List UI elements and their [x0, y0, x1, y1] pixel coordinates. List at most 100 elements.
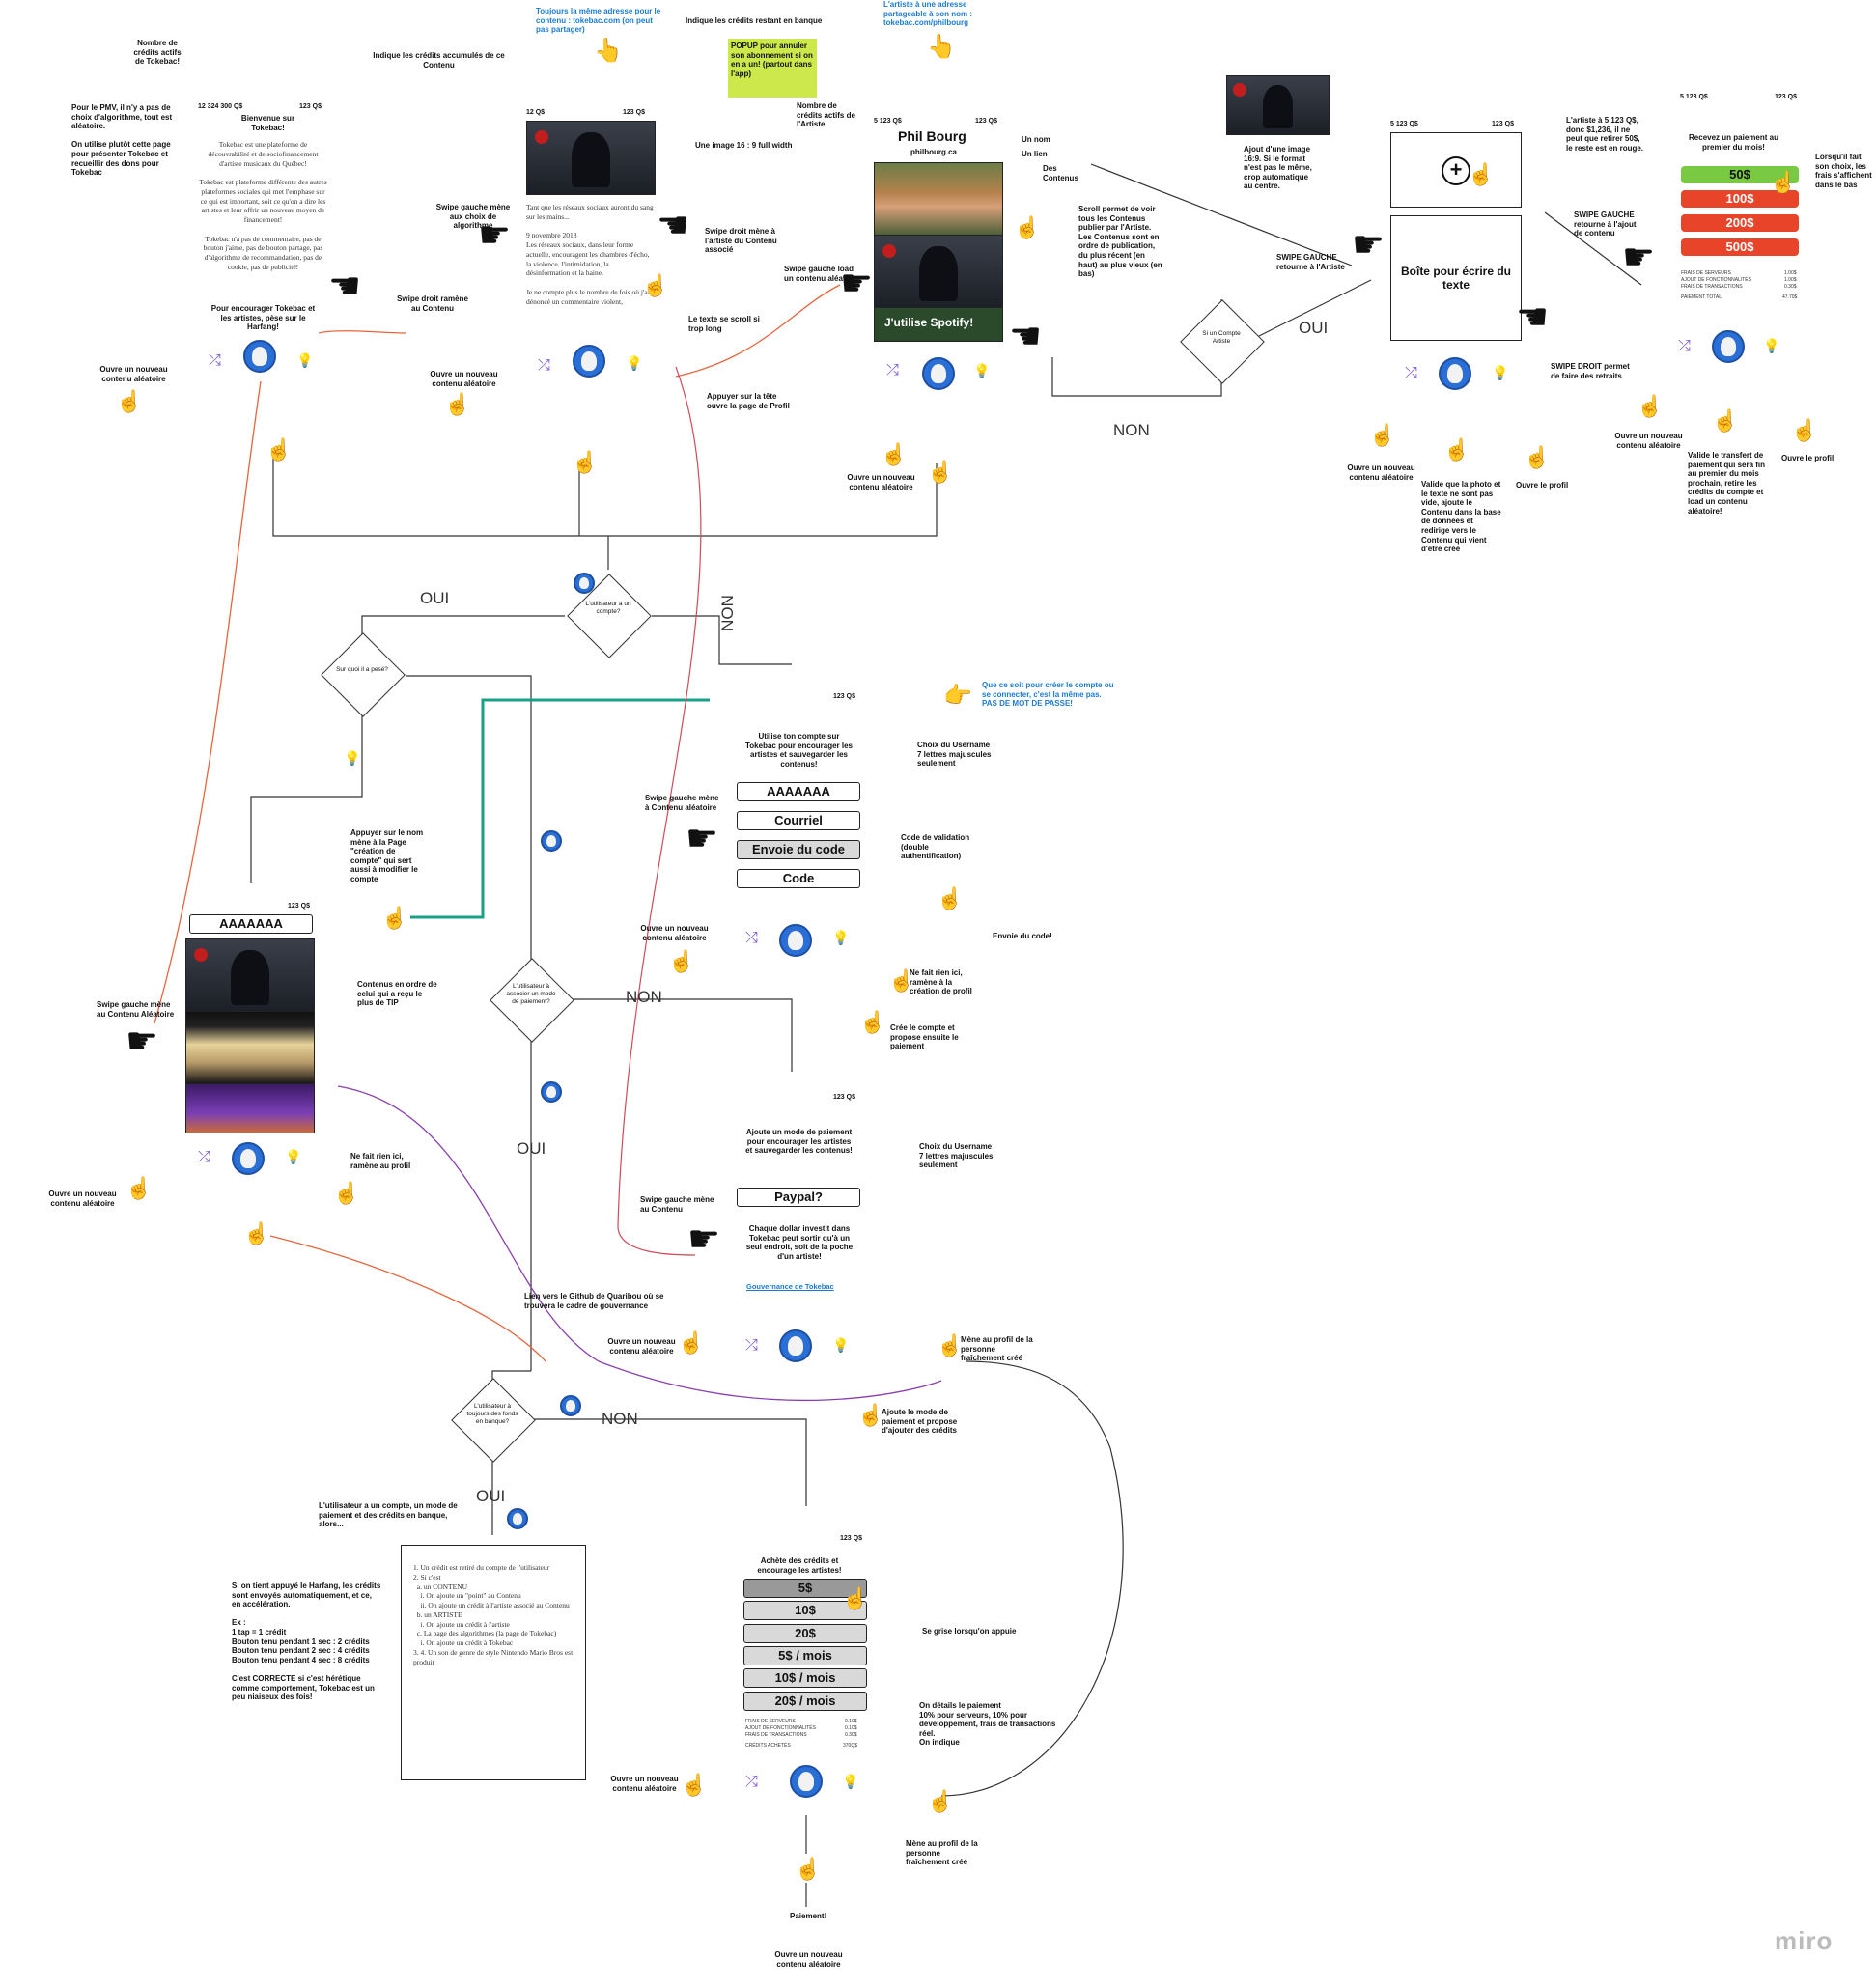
encourage-note: Pour encourager Tokebac et les artistes,… — [210, 304, 316, 332]
bulb-icon[interactable]: 💡 — [1763, 338, 1780, 353]
withdraw-option[interactable]: 100$ — [1681, 190, 1799, 208]
lorsque-note: Lorsqu'il fait son choix, les frais s'af… — [1815, 153, 1872, 189]
tap-hand-icon: ☝ — [888, 968, 915, 993]
harfang-button[interactable] — [922, 357, 955, 390]
buy-option[interactable]: 5$ — [743, 1579, 867, 1598]
fee-value: 0.30$ — [1784, 284, 1797, 290]
fee-value: 1.00$ — [1784, 277, 1797, 283]
alors-note: L'utilisateur a un compte, un mode de pa… — [319, 1501, 458, 1529]
oui-label: OUI — [1299, 319, 1329, 337]
buy-option[interactable]: 20$ — [743, 1624, 867, 1643]
fee-label: AJOUT DE FONCTIONNALITÉS — [745, 1725, 816, 1731]
shuffle-icon[interactable]: ⤮ — [745, 1337, 758, 1354]
artist-name[interactable]: Phil Bourg — [898, 128, 966, 144]
artist-content-image[interactable] — [874, 162, 1003, 237]
indique-note: Indique les crédits accumulés de ce Cont… — [373, 51, 505, 70]
shuffle-icon[interactable]: ⤮ — [538, 357, 550, 374]
artist-content-image[interactable] — [874, 235, 1003, 309]
funds-decision-label: L'utilisateur à toujours des fonds en ba… — [466, 1403, 518, 1426]
bulb-icon: 💡 — [344, 750, 361, 766]
harfang-button[interactable] — [1712, 330, 1745, 363]
tap-hand-icon: ☝ — [1791, 418, 1818, 442]
withdraw-option[interactable]: 200$ — [1681, 214, 1799, 232]
non-label: NON — [602, 1410, 638, 1428]
tap-hand-icon: ☝ — [795, 1857, 822, 1881]
tap-hand-icon: ☝ — [881, 442, 908, 466]
rules-document: 1. Un crédit est retiré du compte de l'u… — [401, 1545, 586, 1780]
swipe-gauche-note: Swipe gauche mène au Contenu Aléatoire — [97, 1000, 175, 1019]
artist-site-link[interactable]: philbourg.ca — [910, 148, 957, 156]
harfang-button[interactable] — [243, 340, 276, 373]
withdraw-option[interactable]: 50$ — [1681, 166, 1799, 183]
tipped-content-image[interactable] — [185, 938, 315, 1013]
withdraw-option[interactable]: 500$ — [1681, 238, 1799, 256]
tap-hand-icon: ☝ — [1712, 408, 1739, 433]
code-field[interactable]: Code — [737, 869, 860, 888]
email-field[interactable]: Courriel — [737, 811, 860, 830]
swipe-droit-note: SWIPE DROIT permet de faire des retraits — [1551, 362, 1630, 380]
swipe-hand-icon: ☛ — [687, 1219, 721, 1260]
artist-content-image[interactable]: J'utilise Spotify! — [874, 307, 1003, 342]
tipped-content-image[interactable] — [185, 1083, 315, 1133]
bulb-icon[interactable]: 💡 — [626, 355, 643, 371]
add-image-box[interactable]: + — [1390, 132, 1522, 208]
paypal-button[interactable]: Paypal? — [737, 1188, 860, 1207]
bulb-icon[interactable]: 💡 — [1492, 365, 1509, 380]
choix-username-note: Choix du Username 7 lettres majuscules s… — [917, 741, 992, 769]
tipped-content-image[interactable] — [185, 1011, 315, 1085]
gouvernance-link[interactable]: Gouvernance de Tokebac — [746, 1282, 834, 1291]
account-decision-label: L'utilisateur a un compte? — [585, 601, 631, 616]
ajoute-note: Ajoute le mode de paiement et propose d'… — [882, 1408, 958, 1436]
toujours-note: Toujours la même adresse pour le contenu… — [536, 7, 661, 35]
text-box-label: Boîte pour écrire du texte — [1400, 265, 1512, 292]
shuffle-icon[interactable]: ⤮ — [198, 1149, 210, 1165]
harfang-button[interactable] — [779, 924, 812, 957]
adresse-note: L'artiste à une adresse partageable à so… — [883, 0, 973, 28]
welcome-title: Bienvenue sur Tokebac! — [240, 114, 295, 132]
swipe-gauche-note: Swipe gauche mène à Contenu aléatoire — [645, 794, 719, 812]
paiement-note: Paiement! — [790, 1912, 827, 1920]
ouvre-note: Ouvre un nouveau contenu aléatoire — [847, 473, 915, 491]
bulb-icon[interactable]: 💡 — [832, 1337, 850, 1353]
pointer-hand-icon: 👉 — [943, 683, 972, 709]
shuffle-icon[interactable]: ⤮ — [209, 352, 221, 369]
bulb-icon[interactable]: 💡 — [832, 930, 850, 945]
username-field[interactable]: AAAAAAA — [737, 782, 860, 801]
swipe-hand-icon: ☛ — [126, 1021, 159, 1062]
popup-sticky: POPUP pour annuler son abonnement si on … — [728, 39, 817, 98]
send-code-button[interactable]: Envoie du code — [737, 840, 860, 859]
harfang-button[interactable] — [779, 1329, 812, 1362]
content-image[interactable] — [526, 121, 656, 195]
buy-option[interactable]: 5$ / mois — [743, 1646, 867, 1665]
tap-hand-icon: ☝ — [381, 906, 408, 930]
harfang-button[interactable] — [232, 1142, 265, 1175]
shuffle-icon[interactable]: ⤮ — [1405, 365, 1417, 381]
shuffle-icon[interactable]: ⤮ — [745, 1774, 758, 1790]
bulb-icon[interactable]: 💡 — [842, 1774, 859, 1789]
shuffle-icon[interactable]: ⤮ — [1678, 338, 1691, 354]
un-lien-note: Un lien — [1022, 150, 1048, 158]
buy-option[interactable]: 10$ / mois — [743, 1668, 867, 1688]
bulb-icon[interactable]: 💡 — [296, 352, 314, 368]
harfang-button[interactable] — [573, 345, 605, 378]
non-label: NON — [1113, 421, 1150, 439]
bulb-icon[interactable]: 💡 — [285, 1149, 302, 1164]
tap-hand-icon: ☝ — [1443, 437, 1470, 462]
text-input-box[interactable]: Boîte pour écrire du texte — [1390, 215, 1522, 341]
buy-option[interactable]: 20$ / mois — [743, 1692, 867, 1711]
shuffle-icon[interactable]: ⤮ — [745, 930, 758, 946]
shuffle-icon[interactable]: ⤮ — [886, 362, 899, 378]
harfang-button[interactable] — [1439, 357, 1471, 390]
harfang-button[interactable] — [790, 1765, 823, 1798]
tap-hand-icon: ☝ — [937, 886, 964, 910]
buy-option[interactable]: 10$ — [743, 1601, 867, 1620]
tap-hand-icon: ☝ — [842, 1586, 869, 1610]
bulb-icon[interactable]: 💡 — [973, 363, 991, 378]
username-button[interactable]: AAAAAAA — [189, 914, 313, 934]
fee-value: 0.10$ — [845, 1719, 857, 1724]
harfang-note: Si on tient appuyé le Harfang, les crédi… — [232, 1581, 381, 1702]
intro-text: Tokebac est une plateforme de découvrabi… — [199, 140, 327, 271]
swipe-hand-icon: ☚ — [1009, 317, 1043, 357]
chaque-note: Chaque dollar investit dans Tokebac peut… — [745, 1224, 854, 1261]
